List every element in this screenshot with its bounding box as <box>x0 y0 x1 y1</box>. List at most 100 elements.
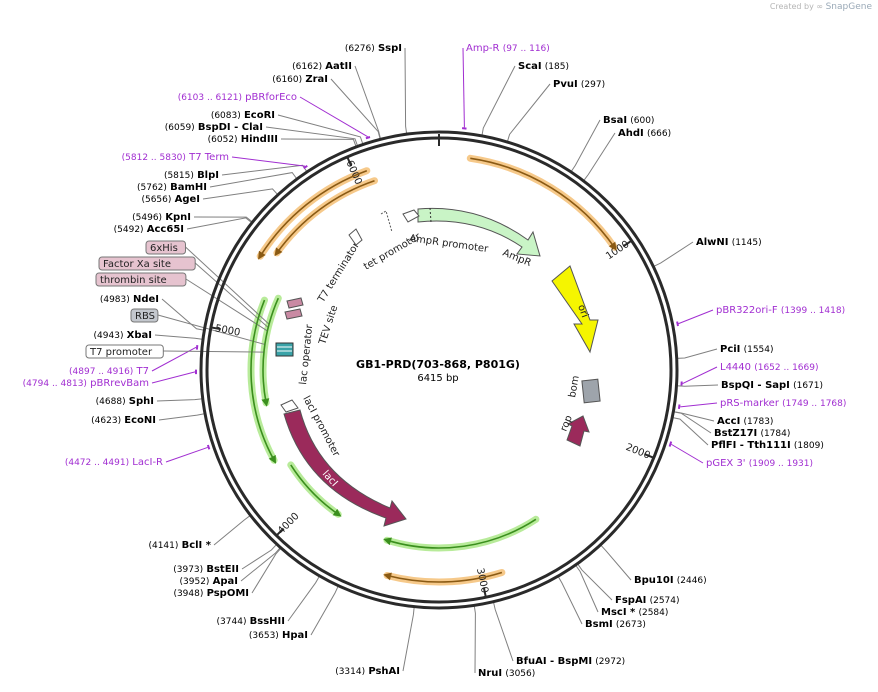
restriction-site-label[interactable]: AlwNI (1145) <box>696 237 762 248</box>
laci-arrow <box>283 409 407 527</box>
tag-box-1 <box>98 256 196 271</box>
restriction-site-label[interactable]: BfuAI - BspMI (2972) <box>516 656 625 667</box>
feature-tag-label[interactable]: thrombin site <box>100 275 167 286</box>
site-name: MscI * <box>601 607 636 618</box>
restriction-site-label[interactable]: (6052) HindIII <box>208 134 278 145</box>
site-leader-24 <box>570 119 601 173</box>
restriction-site-label[interactable]: BsaI (600) <box>603 115 654 126</box>
tet-promoter-icon <box>380 210 393 233</box>
site-name: SspI <box>378 43 402 54</box>
restriction-site-label[interactable]: (4688) SphI <box>96 396 154 407</box>
restriction-site-label[interactable]: (5815) BlpI <box>164 170 219 181</box>
site-leader-1 <box>354 65 382 140</box>
site-coord: (3056) <box>505 669 535 679</box>
site-leader-22 <box>481 65 516 136</box>
primer-label[interactable]: L4440 (1652 .. 1669) <box>720 362 819 373</box>
primer-name: Amp-R <box>466 43 500 54</box>
primer-label[interactable]: pBR322ori-F (1399 .. 1418) <box>716 305 845 316</box>
site-name: HindIII <box>241 134 278 145</box>
restriction-site-label[interactable]: (6276) SspI <box>345 43 402 54</box>
laci-promoter-arrow-icon <box>280 399 299 413</box>
restriction-site-label[interactable]: (6162) AatII <box>292 61 352 72</box>
site-coord: (6276) <box>345 44 375 54</box>
site-name: PvuI <box>553 79 578 90</box>
restriction-site-label[interactable]: (3973) BstEII <box>173 564 239 575</box>
site-name: PspOMI <box>207 588 249 599</box>
tag-box-3 <box>130 308 159 323</box>
bom-label: bom <box>567 375 582 399</box>
restriction-site-label[interactable]: (6160) ZraI <box>272 74 328 85</box>
site-leader-9 <box>193 216 253 223</box>
restriction-site-label[interactable]: Bpu10I (2446) <box>634 575 707 586</box>
restriction-site-label[interactable]: (3314) PshAI <box>335 666 400 677</box>
restriction-site-label[interactable]: FspAI (2574) <box>615 595 680 606</box>
primer-label[interactable]: pGEX 3' (1909 .. 1931) <box>706 458 813 469</box>
restriction-site-label[interactable]: (4983) NdeI <box>100 294 159 305</box>
restriction-site-label[interactable]: (3744) BssHII <box>217 616 285 627</box>
restriction-site-label[interactable]: (4943) XbaI <box>94 330 152 341</box>
feature-tag-label[interactable]: T7 promoter <box>89 347 153 358</box>
lac-operator-box <box>275 342 294 357</box>
primer-leader-0 <box>462 47 465 128</box>
site-leader-14 <box>158 413 206 421</box>
primer-range: (1652 .. 1669) <box>754 363 818 373</box>
restriction-site-label[interactable]: (5492) Acc65I <box>114 224 184 235</box>
bom-feature: bom <box>567 375 601 404</box>
site-coord: (2446) <box>677 576 707 586</box>
site-coord: (3744) <box>217 617 247 627</box>
site-name: BfuAI - BspMI <box>516 656 592 667</box>
site-name: BamHI <box>170 182 207 193</box>
restriction-site-label[interactable]: AccI (1783) <box>717 416 773 427</box>
site-name: AgeI <box>175 194 200 205</box>
restriction-site-label[interactable]: AhdI (666) <box>618 128 671 139</box>
feature-arc-6 <box>383 518 537 549</box>
restriction-site-label[interactable]: BsmI (2673) <box>585 619 646 630</box>
primer-label[interactable]: (4897 .. 4916) T7 <box>69 366 149 377</box>
restriction-site-label[interactable]: BstZ17I (1784) <box>714 428 790 439</box>
his-tag-icon <box>286 297 304 309</box>
site-labels: (6276) SspI (6162) AatII (6160) ZraI (6083)… <box>23 43 847 679</box>
primer-leader-2 <box>231 156 305 167</box>
restriction-site-label[interactable]: ScaI (185) <box>518 61 569 72</box>
primer-label[interactable]: pRS-marker (1749 .. 1768) <box>720 398 846 409</box>
primer-label[interactable]: (4794 .. 4813) pBRrevBam <box>23 378 149 389</box>
primer-name: pRS-marker <box>720 398 780 409</box>
ori-feature: ori <box>551 265 599 354</box>
primer-label[interactable]: (5812 .. 5830) T7 Term <box>122 152 229 163</box>
restriction-site-label[interactable]: PflFI - Tth111I (1809) <box>711 440 824 451</box>
primer-label[interactable]: (4472 .. 4491) LacI-R <box>65 457 163 468</box>
restriction-site-label[interactable]: BspQI - SapI (1671) <box>721 380 823 391</box>
site-leader-26 <box>653 241 694 268</box>
tag-box-2 <box>95 272 187 287</box>
feature-tag-label[interactable]: RBS <box>135 311 155 322</box>
site-leader-35 <box>557 575 583 625</box>
site-leader-19 <box>287 575 321 622</box>
restriction-site-label[interactable]: PvuI (297) <box>553 79 605 90</box>
restriction-site-label[interactable]: (6083) EcoRI <box>211 110 275 121</box>
restriction-site-label[interactable]: (6059) BspDI - ClaI <box>165 122 263 133</box>
primer-name: pBRrevBam <box>90 378 149 389</box>
primer-label[interactable]: (6103 .. 6121) pBRforEco <box>178 92 297 103</box>
restriction-site-label[interactable]: PciI (1554) <box>720 344 774 355</box>
restriction-site-label[interactable]: (3952) ApaI <box>180 576 239 587</box>
restriction-site-label[interactable]: (4623) EcoNI <box>91 415 156 426</box>
feature-tag-label[interactable]: 6xHis <box>150 243 178 254</box>
restriction-site-label[interactable]: (5656) AgeI <box>141 194 200 205</box>
restriction-site-label[interactable]: (3948) PspOMI <box>173 588 249 599</box>
site-coord: (6083) <box>211 111 241 121</box>
restriction-site-label[interactable]: NruI (3056) <box>478 668 535 679</box>
site-name: AlwNI <box>696 237 729 248</box>
site-coord: (4983) <box>100 295 130 305</box>
site-leader-31 <box>672 417 709 446</box>
feature-tag-label[interactable]: Factor Xa site <box>103 259 171 270</box>
restriction-site-label[interactable]: (5762) BamHI <box>137 182 207 193</box>
site-name: EcoNI <box>124 415 156 426</box>
restriction-site-label[interactable]: MscI * (2584) <box>601 607 668 618</box>
primer-label[interactable]: Amp-R (97 .. 116) <box>466 43 550 54</box>
restriction-site-label[interactable]: (4141) BclI * <box>148 540 211 551</box>
site-coord: (1554) <box>744 345 774 355</box>
restriction-site-label[interactable]: (5496) KpnI <box>132 212 191 223</box>
restriction-site-label[interactable]: (3653) HpaI <box>249 630 308 641</box>
site-name: KpnI <box>165 212 191 223</box>
